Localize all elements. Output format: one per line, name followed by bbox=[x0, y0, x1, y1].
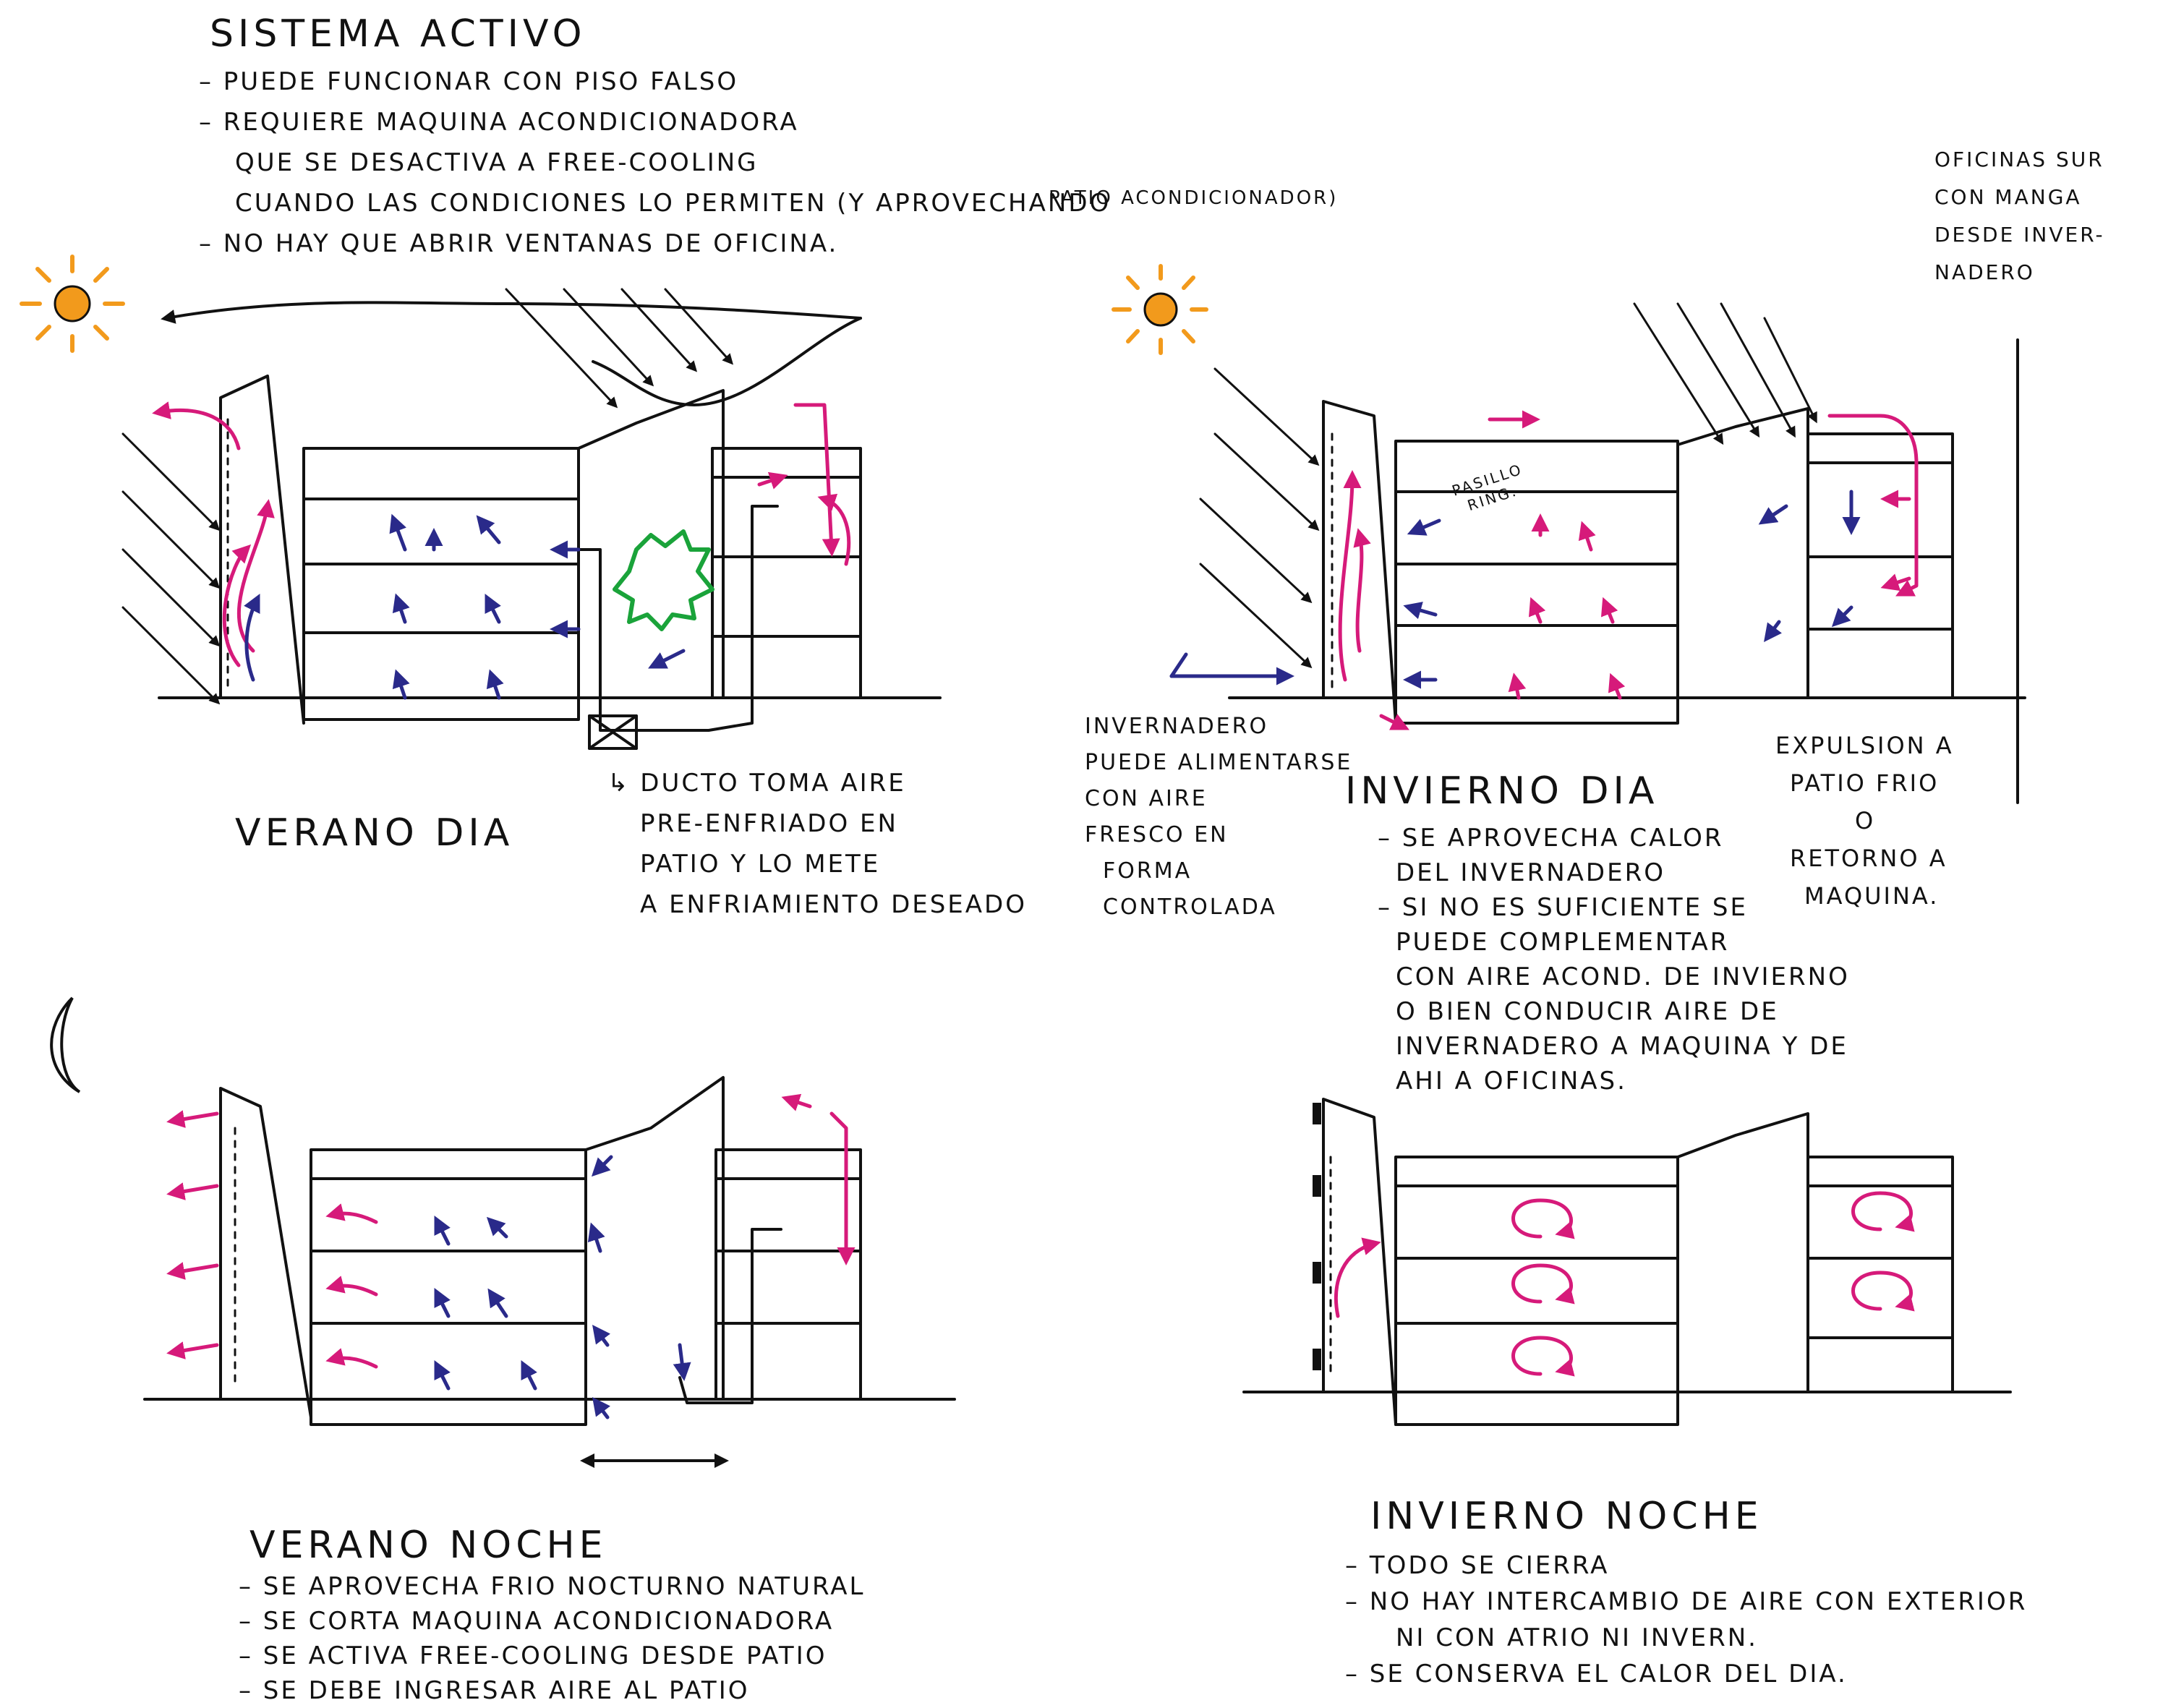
sun-icon bbox=[20, 255, 125, 353]
header-line: – PUEDE FUNCIONAR CON PISO FALSO bbox=[199, 67, 739, 96]
note-line: – SE DEBE INGRESAR AIRE AL PATIO bbox=[239, 1676, 750, 1705]
note-line: PUEDE ALIMENTARSE bbox=[1085, 750, 1353, 775]
solar-rays bbox=[1199, 302, 1817, 669]
header-line: CUANDO LAS CONDICIONES LO PERMITEN (Y AP… bbox=[235, 189, 1112, 218]
header-aside: PATIO ACONDICIONADOR) bbox=[1049, 187, 1339, 209]
roof-curve bbox=[592, 317, 862, 406]
note-line: – SI NO ES SUFICIENTE SE bbox=[1378, 893, 1748, 922]
tree-icon bbox=[613, 529, 714, 631]
atrium-roof bbox=[1676, 407, 1809, 699]
note-line: ↳ DUCTO TOMA AIRE bbox=[607, 769, 906, 798]
note-line: INVERNADERO bbox=[1085, 714, 1269, 739]
note-line: NADERO bbox=[1934, 260, 2035, 284]
office-block bbox=[1394, 1156, 1679, 1426]
atrium-roof bbox=[1676, 1112, 1809, 1393]
warm-airflow bbox=[1338, 410, 1919, 730]
cool-airflow bbox=[244, 513, 686, 700]
scene-verano-noche bbox=[50, 996, 956, 1468]
greenhouse-wall bbox=[219, 1087, 312, 1419]
note-line: PRE-ENFRIADO EN bbox=[640, 809, 898, 838]
atrium-roof bbox=[577, 389, 725, 699]
wind-arrow bbox=[161, 301, 862, 324]
note-line: PATIO FRIO bbox=[1790, 769, 1940, 797]
scene-title-invierno-dia: INVIERNO DIA bbox=[1345, 769, 1659, 813]
note-line: O bbox=[1855, 807, 1876, 834]
sun-icon bbox=[1112, 264, 1208, 355]
note-line: INVERNADERO A MAQUINA Y DE bbox=[1396, 1032, 1848, 1061]
header-notes: – PUEDE FUNCIONAR CON PISO FALSO – REQUI… bbox=[199, 61, 1111, 264]
warm-airflow bbox=[166, 1093, 856, 1369]
scene-title-verano-dia: VERANO DIA bbox=[235, 811, 514, 855]
scene-invierno-noche bbox=[1242, 1098, 2012, 1426]
note-line: PUEDE COMPLEMENTAR bbox=[1396, 928, 1730, 957]
atrium-roof bbox=[584, 1076, 725, 1401]
greenhouse-wall bbox=[1322, 1098, 1397, 1426]
note-line: AHI A OFICINAS. bbox=[1396, 1067, 1627, 1096]
note-line: CON MANGA bbox=[1934, 185, 2082, 209]
night-duct bbox=[678, 1228, 782, 1404]
note-line: O BIEN CONDUCIR AIRE DE bbox=[1396, 997, 1779, 1026]
scene-title-invierno-noche: INVIERNO NOCHE bbox=[1370, 1495, 1763, 1538]
south-block bbox=[714, 1148, 862, 1401]
note-line: MAQUINA. bbox=[1804, 882, 1940, 910]
note-line: CON AIRE bbox=[1085, 786, 1208, 811]
note-line: RETORNO A bbox=[1790, 845, 1947, 872]
note-line: FRESCO EN bbox=[1085, 822, 1229, 847]
window-shutters bbox=[1313, 1103, 1321, 1370]
greenhouse-wall bbox=[1322, 400, 1397, 725]
cool-airflow bbox=[434, 1155, 691, 1419]
note-expulsion: EXPULSION A PATIO FRIO O RETORNO A MAQUI… bbox=[1775, 727, 1954, 915]
warm-airflow bbox=[152, 401, 851, 667]
note-line: DEL INVERNADERO bbox=[1396, 858, 1665, 887]
note-line: A ENFRIAMIENTO DESEADO bbox=[640, 890, 1027, 919]
supply-duct bbox=[577, 505, 779, 732]
note-line: – SE CONSERVA EL CALOR DEL DIA. bbox=[1345, 1660, 1848, 1688]
note-line: – SE APROVECHA CALOR bbox=[1378, 824, 1724, 853]
south-block bbox=[1806, 1156, 1954, 1393]
recirculating-warm-air bbox=[1334, 1191, 1915, 1377]
note-line: – SE ACTIVA FREE-COOLING DESDE PATIO bbox=[239, 1641, 827, 1670]
note-oficinas-sur: OFICINAS SUR CON MANGA DESDE INVER- NADE… bbox=[1934, 141, 2105, 291]
note-line: DESDE INVER- bbox=[1934, 223, 2105, 247]
note-line: EXPULSION A bbox=[1775, 732, 1954, 759]
moon-icon bbox=[50, 996, 81, 1093]
note-line: NI CON ATRIO NI INVERN. bbox=[1396, 1623, 1758, 1652]
note-line: CON AIRE ACOND. DE INVIERNO bbox=[1396, 962, 1850, 991]
solar-rays bbox=[121, 288, 734, 705]
cool-airflow bbox=[1169, 490, 1861, 689]
invierno-dia-notes: – SE APROVECHA CALOR DEL INVERNADERO – S… bbox=[1378, 821, 1850, 1098]
header-line: QUE SE DESACTIVA A FREE-COOLING bbox=[235, 148, 759, 177]
scene-verano-dia bbox=[20, 255, 942, 750]
scene-title-verano-noche: VERANO NOCHE bbox=[249, 1524, 607, 1567]
header-line: – REQUIERE MAQUINA ACONDICIONADORA bbox=[199, 108, 799, 137]
header-title: SISTEMA ACTIVO bbox=[210, 12, 586, 56]
note-invernadero: INVERNADERO PUEDE ALIMENTARSE CON AIRE F… bbox=[1085, 709, 1352, 926]
south-block bbox=[711, 447, 862, 699]
verano-noche-notes: – SE APROVECHA FRIO NOCTURNO NATURAL – S… bbox=[239, 1569, 866, 1708]
office-block bbox=[302, 447, 580, 721]
acondicionadora-unit bbox=[588, 714, 638, 750]
south-block bbox=[1806, 432, 1954, 699]
note-line: OFICINAS SUR bbox=[1934, 148, 2104, 171]
invierno-noche-notes: – TODO SE CIERRA – NO HAY INTERCAMBIO DE… bbox=[1345, 1547, 2027, 1692]
office-block bbox=[310, 1148, 587, 1426]
note-line: FORMA bbox=[1103, 858, 1193, 884]
note-line: CONTROLADA bbox=[1103, 894, 1277, 920]
note-line: – NO HAY INTERCAMBIO DE AIRE CON EXTERIO… bbox=[1345, 1587, 2028, 1616]
office-block bbox=[1394, 440, 1679, 725]
note-line: – SE APROVECHA FRIO NOCTURNO NATURAL bbox=[239, 1572, 866, 1601]
note-line: PATIO Y LO METE bbox=[640, 850, 881, 879]
note-line: – TODO SE CIERRA bbox=[1345, 1551, 1610, 1580]
scene-invierno-dia bbox=[1112, 264, 2026, 804]
note-ducto: ↳ DUCTO TOMA AIRE PRE-ENFRIADO EN PATIO … bbox=[607, 763, 1027, 925]
header-line: – NO HAY QUE ABRIR VENTANAS DE OFICINA. bbox=[199, 229, 839, 258]
greenhouse-wall bbox=[219, 375, 305, 725]
note-line: – SE CORTA MAQUINA ACONDICIONADORA bbox=[239, 1607, 835, 1636]
